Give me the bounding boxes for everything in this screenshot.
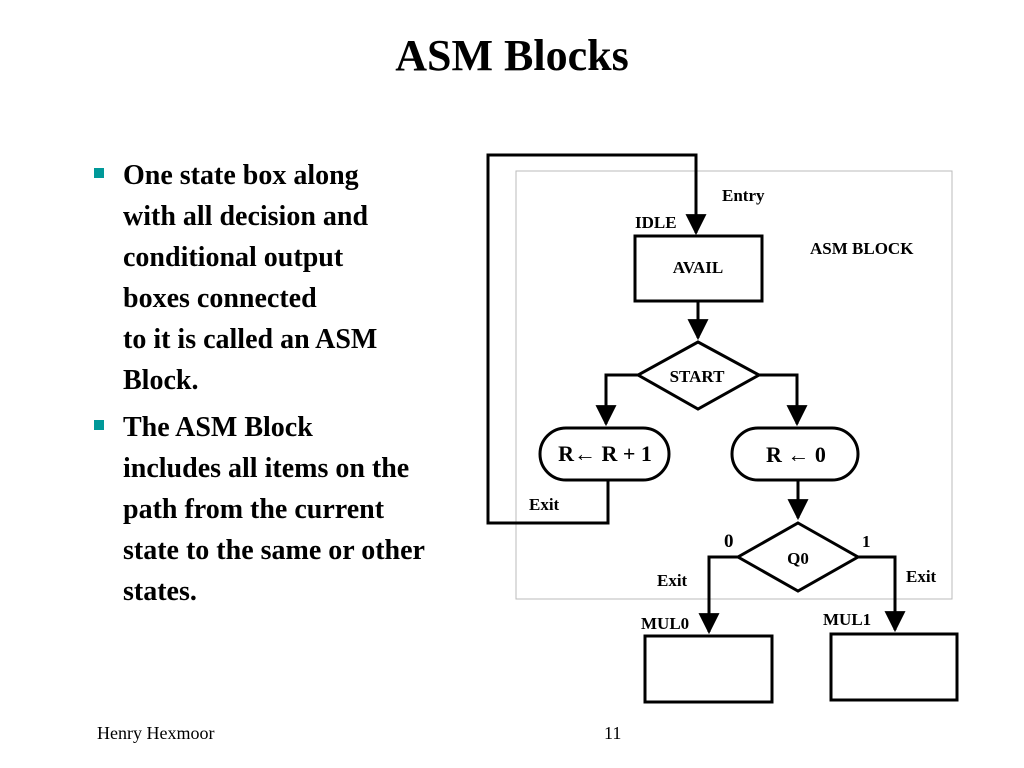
start-right-branch bbox=[759, 373, 808, 427]
bullet-line: state to the same or other bbox=[123, 535, 425, 566]
bullet-line: with all decision and bbox=[123, 201, 369, 232]
bullet-line: boxes connected bbox=[123, 283, 317, 314]
asm-block-boundary bbox=[515, 170, 953, 600]
q0-branch-0 bbox=[698, 555, 738, 635]
state-name-label: IDLE bbox=[635, 213, 677, 232]
q0-branch-1 bbox=[858, 555, 906, 633]
loop-back-arrow bbox=[486, 153, 707, 525]
bullet-line: The ASM Block bbox=[123, 412, 313, 443]
conditional-output-clear bbox=[730, 426, 860, 482]
bullet-item: One state box along with all decision an… bbox=[90, 155, 500, 401]
decision-q0 bbox=[734, 521, 862, 593]
exit-q0-right-label: Exit bbox=[906, 567, 937, 586]
bullet-line: includes all items on the bbox=[123, 453, 410, 484]
footer-author: Henry Hexmoor bbox=[97, 723, 215, 743]
bullet-list: One state box along with all decision an… bbox=[90, 155, 500, 618]
branch-1-label: 1 bbox=[862, 532, 871, 551]
start-left-branch bbox=[595, 373, 638, 427]
decision-q0-label: Q0 bbox=[787, 549, 809, 568]
state-box-mul1 bbox=[829, 632, 959, 702]
footer-page-number: 11 bbox=[604, 723, 622, 743]
output-increment-label: R← R + 1 bbox=[558, 441, 652, 466]
bullet-line: path from the current bbox=[123, 494, 385, 525]
bullet-line: to it is called an ASM bbox=[123, 324, 378, 355]
branch-0-label: 0 bbox=[724, 531, 734, 552]
exit-left-label: Exit bbox=[529, 495, 560, 514]
conditional-output-increment bbox=[538, 426, 671, 482]
asm-block-label: ASM BLOCK bbox=[810, 239, 914, 258]
bullet-item: The ASM Block includes all items on the … bbox=[90, 407, 500, 612]
state-output-label: AVAIL bbox=[673, 258, 723, 277]
decision-start bbox=[634, 340, 763, 411]
state-box-idle bbox=[633, 234, 764, 303]
bullet-line: Block. bbox=[123, 365, 199, 396]
square-bullet-icon bbox=[94, 168, 104, 178]
output-clear-label: R ← 0 bbox=[766, 442, 826, 467]
entry-label: Entry bbox=[722, 186, 765, 205]
mul0-label: MUL0 bbox=[641, 614, 689, 633]
state-box-mul0 bbox=[643, 634, 774, 704]
mul1-label: MUL1 bbox=[823, 610, 871, 629]
bullet-line: states. bbox=[123, 576, 197, 607]
bullet-line: conditional output bbox=[123, 242, 344, 273]
square-bullet-icon bbox=[94, 420, 104, 430]
exit-q0-left-label: Exit bbox=[657, 571, 688, 590]
slide-title: ASM Blocks bbox=[395, 31, 629, 80]
bullet-line: One state box along bbox=[123, 160, 359, 191]
decision-start-label: START bbox=[670, 367, 725, 386]
